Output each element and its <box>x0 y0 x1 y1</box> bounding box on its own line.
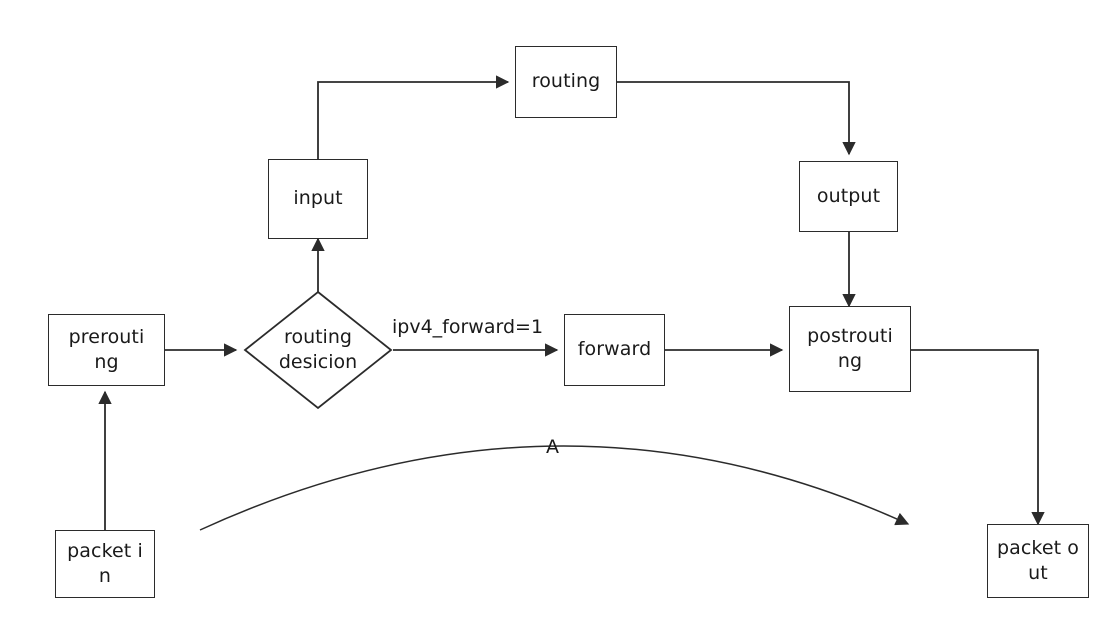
node-packet-in-label: packet in <box>67 539 143 587</box>
edge-input-to-routing <box>317 75 510 159</box>
node-packet-out[interactable]: packet out <box>987 524 1089 598</box>
edge-postrouting-to-packetout <box>911 349 1045 526</box>
arc-label-a: A <box>546 436 559 458</box>
node-routing[interactable]: routing <box>515 46 617 118</box>
node-routing-label: routing <box>531 70 601 93</box>
node-packet-in[interactable]: packet in <box>55 530 155 598</box>
node-prerouting-label: prerouting <box>68 325 145 373</box>
node-postrouting-label: postrouting <box>807 324 893 372</box>
node-routing-decision[interactable]: routing desicion <box>243 290 393 410</box>
node-input-label: input <box>293 187 343 210</box>
diamond-shape <box>243 290 393 410</box>
node-output[interactable]: output <box>799 161 898 232</box>
node-postrouting[interactable]: postrouting <box>789 306 911 392</box>
edge-label-ipv4-forward: ipv4_forward=1 <box>392 316 544 338</box>
node-output-label: output <box>816 184 881 207</box>
edge-routing-to-output <box>617 81 856 156</box>
node-packet-out-label: packet out <box>996 536 1080 584</box>
node-prerouting[interactable]: prerouting <box>48 314 165 386</box>
node-forward-label: forward <box>577 338 652 361</box>
edge-arc-a <box>199 445 910 531</box>
node-input[interactable]: input <box>268 159 368 239</box>
node-forward[interactable]: forward <box>564 314 665 386</box>
